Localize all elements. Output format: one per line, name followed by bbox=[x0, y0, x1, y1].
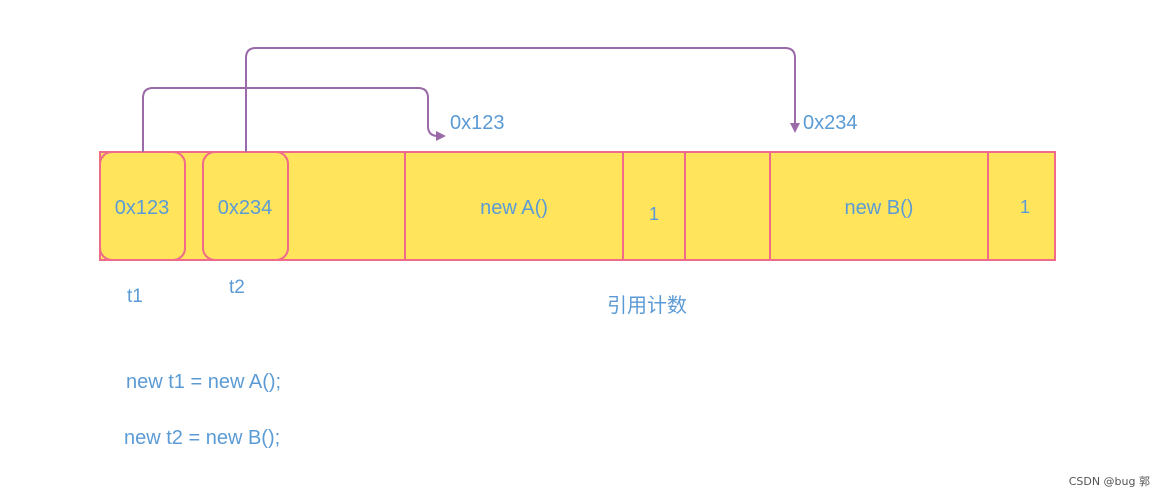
t1-value: 0x123 bbox=[115, 197, 170, 219]
object-b-label: new B() bbox=[845, 197, 914, 219]
object-a-label: new A() bbox=[480, 197, 548, 219]
object-b-ref-count: 1 bbox=[1020, 197, 1030, 217]
object-a-ref-count: 1 bbox=[649, 204, 659, 224]
arrow-t1-to-a bbox=[142, 87, 446, 152]
code-line-2: new t2 = new B(); bbox=[124, 427, 281, 449]
arrow-target-a-label: 0x123 bbox=[450, 112, 505, 134]
t1-label: t1 bbox=[127, 286, 143, 307]
ref-count-label: 引用计数 bbox=[607, 293, 687, 317]
watermark: CSDN @bug 郭 bbox=[1068, 475, 1150, 488]
arrow-target-b-label: 0x234 bbox=[803, 112, 858, 134]
arrow-t2-to-b bbox=[245, 47, 800, 152]
t2-value: 0x234 bbox=[218, 197, 273, 219]
code-line-1: new t1 = new A(); bbox=[126, 371, 282, 393]
t2-label: t2 bbox=[229, 277, 245, 298]
